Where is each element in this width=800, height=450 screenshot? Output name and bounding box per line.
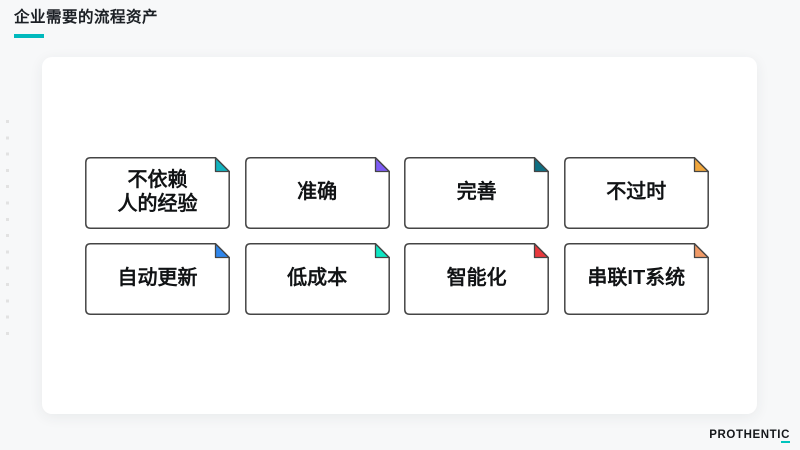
folded-note-shape bbox=[85, 157, 230, 229]
corner-fold-icon bbox=[534, 243, 550, 259]
left-edge-marks bbox=[6, 120, 9, 336]
note-card-complete: 完善 bbox=[404, 157, 550, 229]
card-label: 串联IT系统 bbox=[587, 267, 686, 290]
note-card-accurate: 准确 bbox=[244, 157, 390, 229]
corner-fold-icon bbox=[693, 157, 709, 173]
card-label: 自动更新 bbox=[117, 267, 198, 290]
card-label: 不过时 bbox=[606, 181, 667, 204]
card-label: 准确 bbox=[297, 181, 338, 204]
note-card-intelligent: 智能化 bbox=[404, 243, 550, 315]
corner-fold-icon bbox=[214, 157, 230, 173]
corner-fold-icon bbox=[374, 243, 390, 259]
card-label: 低成本 bbox=[287, 267, 348, 290]
note-card-no-reliance-on-experience: 不依赖 人的经验 bbox=[85, 157, 230, 229]
corner-fold-icon bbox=[214, 243, 230, 259]
card-label: 智能化 bbox=[446, 267, 507, 290]
note-card-low-cost: 低成本 bbox=[244, 243, 390, 315]
folded-note-shape bbox=[404, 243, 550, 315]
folded-note-shape bbox=[85, 243, 230, 315]
corner-fold-icon bbox=[693, 243, 709, 259]
corner-fold-icon bbox=[374, 157, 390, 173]
card-label: 不依赖 人的经验 bbox=[117, 169, 198, 215]
slide-panel bbox=[42, 57, 757, 414]
corner-fold-icon bbox=[534, 157, 550, 173]
prothentic-logo: PROTHENTIC bbox=[709, 429, 790, 443]
folded-note-shape bbox=[563, 157, 709, 229]
title-underline-accent bbox=[14, 33, 44, 38]
logo-accent-letter: C bbox=[781, 429, 790, 443]
note-card-connect-it-systems: 串联IT系统 bbox=[563, 243, 709, 315]
note-card-auto-update: 自动更新 bbox=[85, 243, 230, 315]
note-card-never-outdated: 不过时 bbox=[563, 157, 709, 229]
logo-text: PROTHENTI bbox=[709, 429, 782, 441]
page-header: 企业需要的流程资产 bbox=[14, 9, 158, 38]
card-label: 完善 bbox=[456, 181, 497, 204]
folded-note-shape bbox=[404, 157, 550, 229]
folded-note-shape bbox=[244, 243, 390, 315]
cards-grid: 不依赖 人的经验 准确 完善 不过时 自动更新 低 bbox=[85, 157, 709, 315]
folded-note-shape bbox=[244, 157, 390, 229]
folded-note-shape bbox=[563, 243, 709, 315]
page-title: 企业需要的流程资产 bbox=[14, 9, 159, 26]
